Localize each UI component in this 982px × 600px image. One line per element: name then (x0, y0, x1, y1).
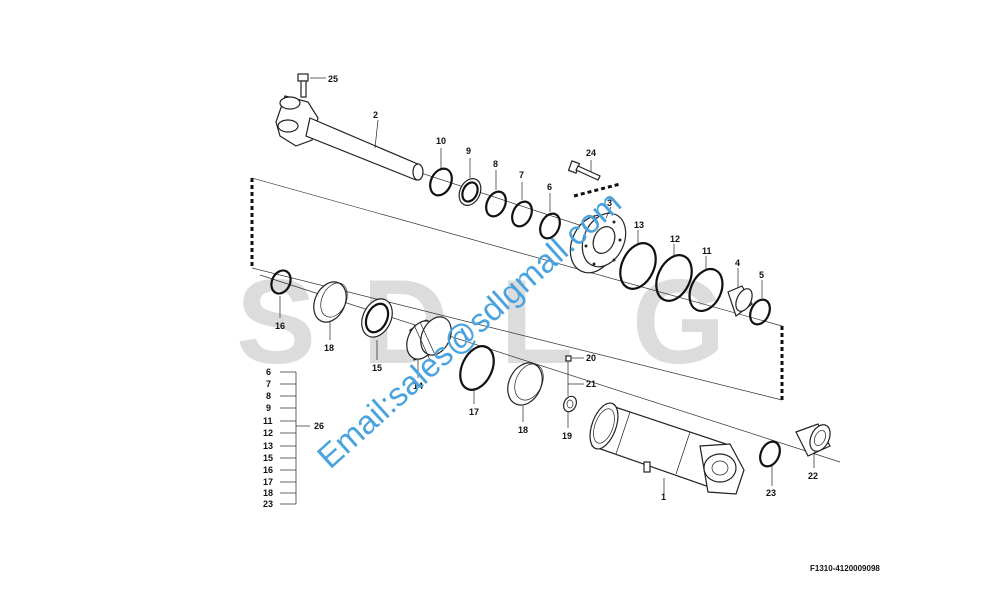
part-18-guide-ring-b (507, 362, 544, 422)
callout-17: 17 (469, 407, 479, 417)
part-23-ring (759, 440, 781, 486)
part-10-ring (429, 148, 453, 197)
part-16-ring (270, 269, 292, 318)
watermark-letter-1: S (236, 255, 316, 389)
watermark-letter-4: G (632, 255, 725, 389)
part-8-ring (485, 170, 507, 218)
callout-24: 24 (586, 148, 596, 158)
seal-kit-label: 26 (314, 421, 324, 431)
callout-1: 1 (661, 492, 666, 502)
part-5-ring (749, 280, 771, 326)
seal-kit-item: 17 (263, 477, 273, 487)
callout-10: 10 (436, 136, 446, 146)
part-19-nut (562, 395, 578, 428)
callout-4: 4 (735, 258, 740, 268)
callout-20: 20 (586, 353, 596, 363)
part-17-ring (459, 345, 495, 404)
seal-kit-list: 6 7 8 9 11 12 13 15 16 17 18 23 26 (263, 367, 324, 509)
callout-9: 9 (466, 146, 471, 156)
part-20-21-fittings (565, 355, 584, 396)
callout-6: 6 (547, 182, 552, 192)
seal-kit-item: 12 (263, 428, 273, 438)
seal-kit-item: 7 (266, 379, 271, 389)
part-12-ring (655, 244, 693, 302)
part-3-cylinder-head (569, 206, 627, 274)
callout-labels: 25 2 10 9 8 7 6 24 3 13 12 11 4 5 16 18 … (275, 74, 818, 502)
part-18-guide-ring-a (313, 281, 348, 340)
callout-23: 23 (766, 488, 776, 498)
callout-19: 19 (562, 431, 572, 441)
callout-2: 2 (373, 110, 378, 120)
callout-16: 16 (275, 321, 285, 331)
seal-kit-item: 9 (266, 403, 271, 413)
part-25-bolt (297, 73, 326, 98)
seal-kit-item: 6 (266, 367, 271, 377)
lower-axis-line (259, 274, 841, 463)
part-11-ring (688, 256, 724, 313)
part-14-piston (406, 316, 452, 378)
callout-18-b: 18 (518, 425, 528, 435)
callout-13: 13 (634, 220, 644, 230)
callout-11: 11 (702, 246, 712, 256)
callout-25: 25 (328, 74, 338, 84)
callout-3: 3 (607, 198, 612, 208)
callout-5: 5 (759, 270, 764, 280)
seal-kit-item: 15 (263, 453, 273, 463)
part-2-piston-rod (275, 95, 424, 181)
part-15-seal (361, 298, 393, 360)
callout-12: 12 (670, 234, 680, 244)
seal-kit-bracket (280, 371, 310, 505)
part-4-bushing (727, 268, 753, 317)
email-watermark: Email:sales@sdlgmall.com (310, 184, 628, 476)
part-1-cylinder-tube (589, 402, 745, 496)
part-7-ring (511, 182, 533, 228)
callout-15: 15 (372, 363, 382, 373)
seal-kit-item: 16 (263, 465, 273, 475)
part-24-bolt (567, 160, 601, 181)
callout-7: 7 (519, 170, 524, 180)
seal-kit-item: 18 (263, 488, 273, 498)
seal-kit-item: 23 (263, 499, 273, 509)
callout-22: 22 (808, 471, 818, 481)
callout-21: 21 (586, 379, 596, 389)
callout-18-a: 18 (324, 343, 334, 353)
seal-kit-item: 11 (263, 416, 273, 426)
part-22-bushing (795, 423, 831, 468)
callout-8: 8 (493, 159, 498, 169)
seal-kit-item: 13 (263, 441, 273, 451)
part-9-ring (458, 158, 482, 206)
seal-kit-item: 8 (266, 391, 271, 401)
part-13-ring (619, 230, 657, 290)
part-6-ring (539, 193, 561, 240)
figure-code: F1310-4120009098 (810, 564, 880, 573)
callout-14: 14 (413, 381, 423, 391)
